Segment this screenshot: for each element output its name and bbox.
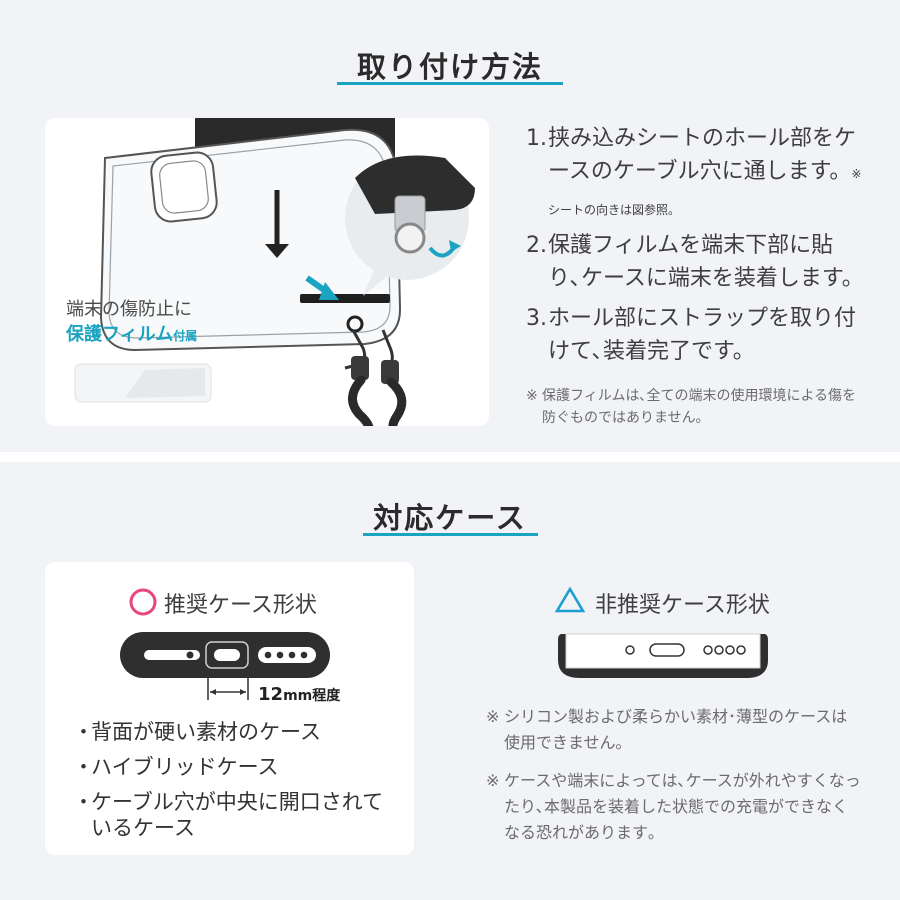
measure-unit: mm程度 xyxy=(283,688,341,704)
camera-cutout xyxy=(150,151,218,223)
measure-label: 12mm程度 xyxy=(258,684,341,705)
note-mark: ※ xyxy=(526,388,538,404)
compat-note-2: ※ ケースや端末によっては､ケースが外れやすくなったり､本製品を装着した状態での… xyxy=(486,768,861,846)
bullet-mark: ・ xyxy=(73,755,94,779)
note-text: シリコン製および柔らかい素材･薄型のケースは使用できません｡ xyxy=(504,707,848,752)
compat-title: 対応ケース xyxy=(373,501,527,535)
compat-title-underline xyxy=(363,533,538,536)
film-caption-suffix: 付属 xyxy=(173,329,198,343)
section-divider xyxy=(0,452,900,462)
strap-cord xyxy=(348,375,407,426)
recommended-bullet-3: ・ ケーブル穴が中央に開口されているケース xyxy=(73,789,393,841)
step-small-note: ※シートの向きは図参照。 xyxy=(548,167,862,217)
bullet-text: ハイブリッドケース xyxy=(91,755,279,779)
circle-icon xyxy=(129,588,157,616)
install-step-2: 2. 保護フィルムを端末下部に貼り､ケースに端末を装着します。 xyxy=(526,229,866,295)
install-illustration xyxy=(74,118,475,426)
recommended-bullet-2: ・ ハイブリッドケース xyxy=(73,754,403,780)
film-caption: 端末の傷防止に 保護フィルム付属 xyxy=(66,297,197,349)
step-number: 2. xyxy=(526,233,547,258)
compat-note-1: ※ シリコン製および柔らかい素材･薄型のケースは使用できません｡ xyxy=(486,704,861,756)
install-title: 取り付け方法 xyxy=(356,50,543,84)
cyan-arrow-icon xyxy=(319,282,339,300)
note-mark: ※ xyxy=(486,707,500,726)
film-caption-line2: 保護フィルム付属 xyxy=(66,322,197,349)
bullet-text: 背面が硬い素材のケース xyxy=(91,720,321,744)
install-title-underline xyxy=(337,82,563,85)
note-mark: ※ xyxy=(486,771,500,790)
step-number: 1. xyxy=(526,126,547,151)
film-caption-highlight: 保護フィルム xyxy=(66,324,174,345)
bullet-mark: ・ xyxy=(73,790,94,814)
step-text: 挟み込みシートのホール部をケースのケーブル穴に通します。※シートの向きは図参照。 xyxy=(548,126,862,217)
bullet-text: ケーブル穴が中央に開口されているケース xyxy=(91,790,384,840)
down-arrow-icon xyxy=(265,244,289,258)
note-text: ケースや端末によっては､ケースが外れやすくなったり､本製品を装着した状態での充電… xyxy=(504,771,861,842)
note-text: 保護フィルムは､全ての端末の使用環境による傷を防ぐものではありません｡ xyxy=(542,388,857,426)
install-illustration-card xyxy=(45,118,489,426)
recommended-case-diagram xyxy=(120,632,330,700)
recommended-heading: 推奨ケース形状 xyxy=(164,593,317,618)
recommended-card xyxy=(45,562,414,855)
bullet-mark: ・ xyxy=(73,720,94,744)
recommended-bullet-1: ・ 背面が硬い素材のケース xyxy=(73,719,403,745)
install-step-3: 3. ホール部にストラップを取り付けて､装着完了です。 xyxy=(526,302,866,368)
step-text: ホール部にストラップを取り付けて､装着完了です。 xyxy=(548,306,857,364)
step-text: 保護フィルムを端末下部に貼り､ケースに端末を装着します。 xyxy=(548,233,864,291)
film-strip xyxy=(300,294,390,303)
film-caption-line1: 端末の傷防止に xyxy=(66,299,192,320)
step-number: 3. xyxy=(526,306,547,331)
install-note: ※ 保護フィルムは､全ての端末の使用環境による傷を防ぐものではありません｡ xyxy=(526,385,861,429)
install-step-1: 1. 挟み込みシートのホール部をケースのケーブル穴に通します。※シートの向きは図… xyxy=(526,122,866,227)
not-recommended-case-diagram xyxy=(558,633,768,678)
not-recommended-heading: 非推奨ケース形状 xyxy=(595,593,770,618)
triangle-icon xyxy=(554,586,586,613)
